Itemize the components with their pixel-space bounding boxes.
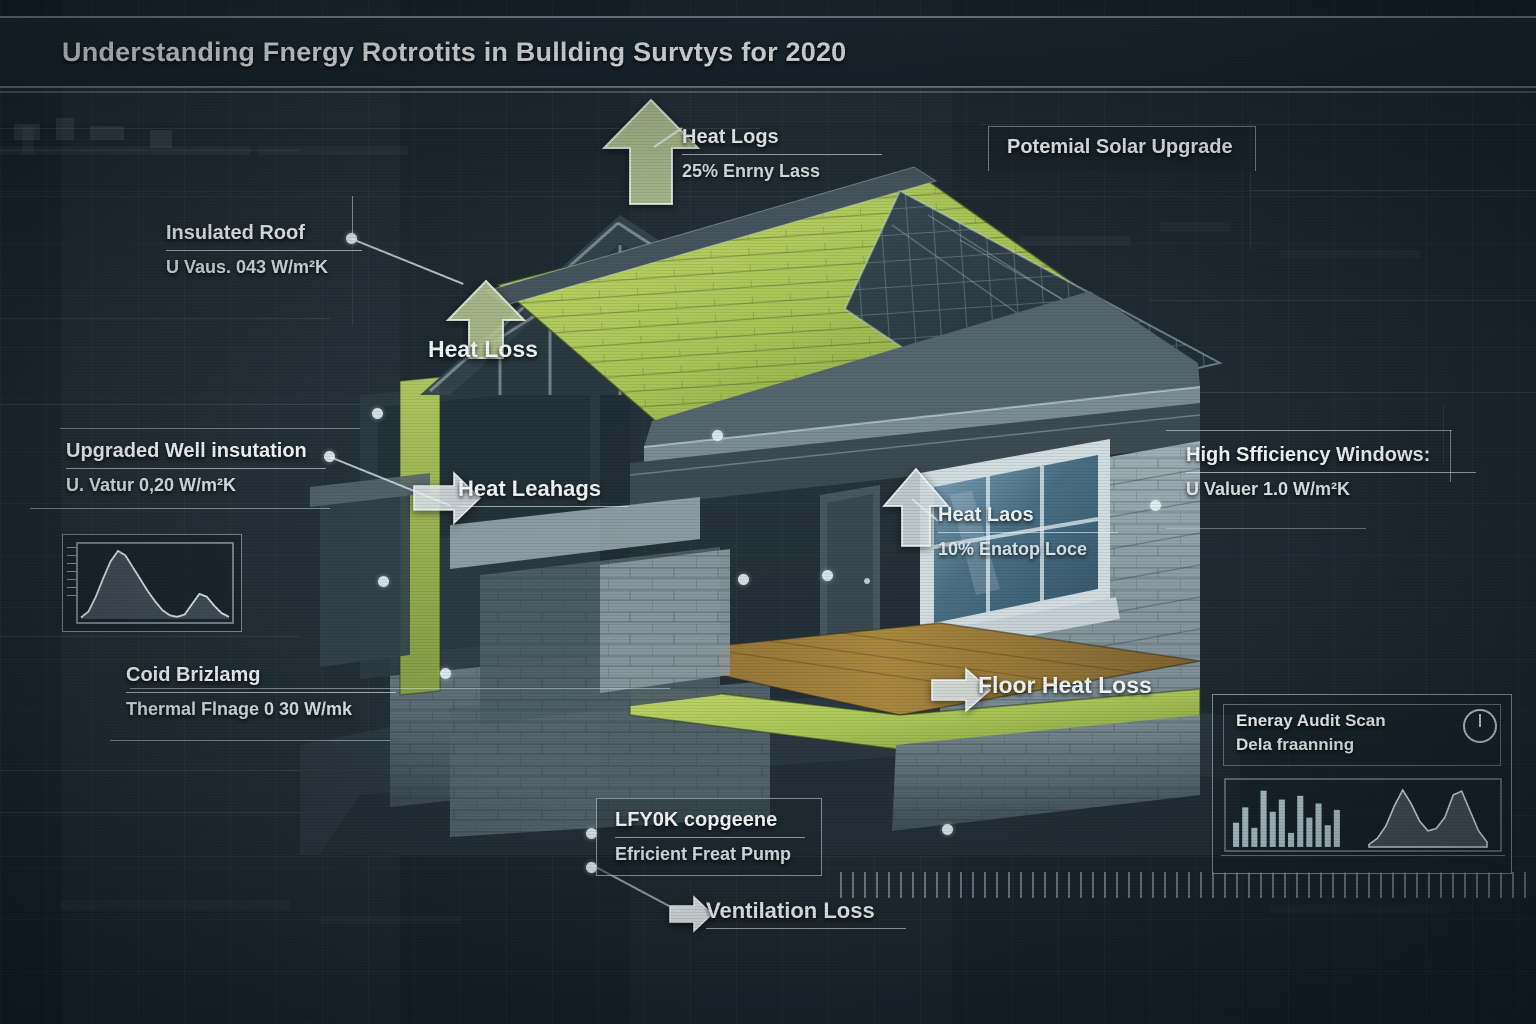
- thermal-profile-chart-panel[interactable]: [62, 534, 242, 632]
- schematic-rule: [0, 318, 330, 319]
- callout-insulated-roof[interactable]: Insulated Roof U Vaus. 043 W/m²K: [166, 222, 362, 278]
- hud-footer-rule: [1221, 855, 1505, 856]
- arrow-label: Heat Loss: [428, 336, 538, 362]
- arrow-label: Ventilation Loss: [706, 898, 875, 923]
- arrow-label: Floor Heat Loss: [978, 672, 1152, 698]
- callout-high-efficiency-windows[interactable]: High Sfficiency Windows: U Valuer 1.0 W/…: [1186, 444, 1476, 500]
- measurement-ticks: [840, 872, 1530, 898]
- label-ventilation-loss: Ventilation Loss: [706, 898, 906, 929]
- leader-node-cold-bridge: [378, 576, 389, 587]
- callout-heading: Heat Logs: [682, 126, 779, 148]
- callout-heading: Heat Laos: [938, 504, 1034, 526]
- callout-wall-insulation[interactable]: Upgraded Well insutation U. Vatur 0,20 W…: [66, 440, 326, 496]
- callout-subtext: 10% Enatop Loce: [938, 539, 1088, 559]
- leader-node-wall-top: [372, 408, 383, 419]
- bg-block: [56, 118, 74, 140]
- callout-solar-upgrade[interactable]: Potemial Solar Upgrade: [988, 126, 1256, 171]
- bg-block: [90, 126, 124, 140]
- callout-rule: [458, 506, 628, 507]
- leader-node-floor: [738, 574, 749, 585]
- callout-cold-bridging[interactable]: Coid Brizlamg Thermal Flnage 0 30 W/mk: [126, 664, 396, 720]
- bg-block: [1280, 250, 1420, 258]
- callout-subtext: U Valuer 1.0 W/m²K: [1186, 479, 1351, 499]
- arrow-label: Heat Leahags: [458, 476, 602, 501]
- bg-block: [1270, 905, 1450, 913]
- callout-window-heat-loss[interactable]: Heat Laos 10% Enatop Loce: [938, 504, 1118, 560]
- callout-subtext: Efricient Freat Pump: [615, 844, 792, 864]
- thermal-profile-chart: [76, 542, 234, 624]
- callout-heat-pump[interactable]: LFY0K copgeene Efricient Freat Pump: [596, 798, 822, 876]
- callout-heading: Coid Brizlamg: [126, 664, 261, 686]
- hud-line-1: Eneray Audit Scan: [1236, 711, 1386, 730]
- callout-subtext: 25% Enrny Lass: [682, 161, 821, 181]
- leader-node-sill: [822, 570, 833, 581]
- callout-bracket-roof: [352, 196, 353, 242]
- bg-block: [60, 900, 290, 910]
- hud-header: Eneray Audit Scan Dela fraanning: [1223, 704, 1501, 766]
- callout-rule-cold-bridge-bottom: [110, 740, 390, 741]
- callout-subtext: U. Vatur 0,20 W/m²K: [66, 475, 237, 495]
- leader-node-heatpump: [942, 824, 953, 835]
- callout-heading: High Sfficiency Windows:: [1186, 444, 1431, 466]
- callout-subtext: U Vaus. 043 W/m²K: [166, 257, 329, 277]
- callout-heading: Potemial Solar Upgrade: [1007, 136, 1233, 158]
- leader-node-cold-bridge-2: [440, 668, 451, 679]
- bg-block: [0, 146, 250, 155]
- callout-heading: LFY0K copgeene: [615, 809, 778, 831]
- callout-subtext: Thermal Flnage 0 30 W/mk: [126, 699, 353, 719]
- hud-line-2: Dela fraanning: [1236, 735, 1355, 754]
- label-wall-heat-leakage: Heat Leahags: [458, 476, 628, 507]
- energy-audit-hud-panel[interactable]: Eneray Audit Scan Dela fraanning: [1212, 694, 1512, 874]
- callout-rule-wall-bottom: [30, 508, 330, 509]
- gauge-icon: [1463, 709, 1497, 743]
- schematic-rule: [0, 636, 300, 637]
- label-roof-heat-loss: Heat Loss: [428, 336, 538, 367]
- energy-audit-charts: [1224, 778, 1502, 852]
- bg-block: [320, 916, 460, 924]
- callout-rule-windows-top: [1166, 430, 1452, 431]
- label-floor-heat-loss: Floor Heat Loss: [978, 672, 1158, 703]
- callout-heat-logs[interactable]: Heat Logs 25% Enrny Lass: [682, 126, 882, 182]
- callout-rule-windows-bottom: [1166, 528, 1366, 529]
- page-title: Understanding Fnergy Rotrotits in Bulldi…: [62, 36, 847, 67]
- callout-heading: Upgraded Well insutation: [66, 440, 307, 462]
- leader-line-wall-top: [60, 428, 360, 429]
- callout-rule: [706, 928, 906, 929]
- schematic-rule: [1250, 190, 1536, 191]
- leader-node-window-right: [1150, 500, 1161, 511]
- callout-heading: Insulated Roof: [166, 222, 305, 244]
- callout-bracket-windows: [1450, 430, 1451, 482]
- title-band: Understanding Fnergy Rotrotits in Bulldi…: [0, 16, 1536, 93]
- leader-node-soffit: [712, 430, 723, 441]
